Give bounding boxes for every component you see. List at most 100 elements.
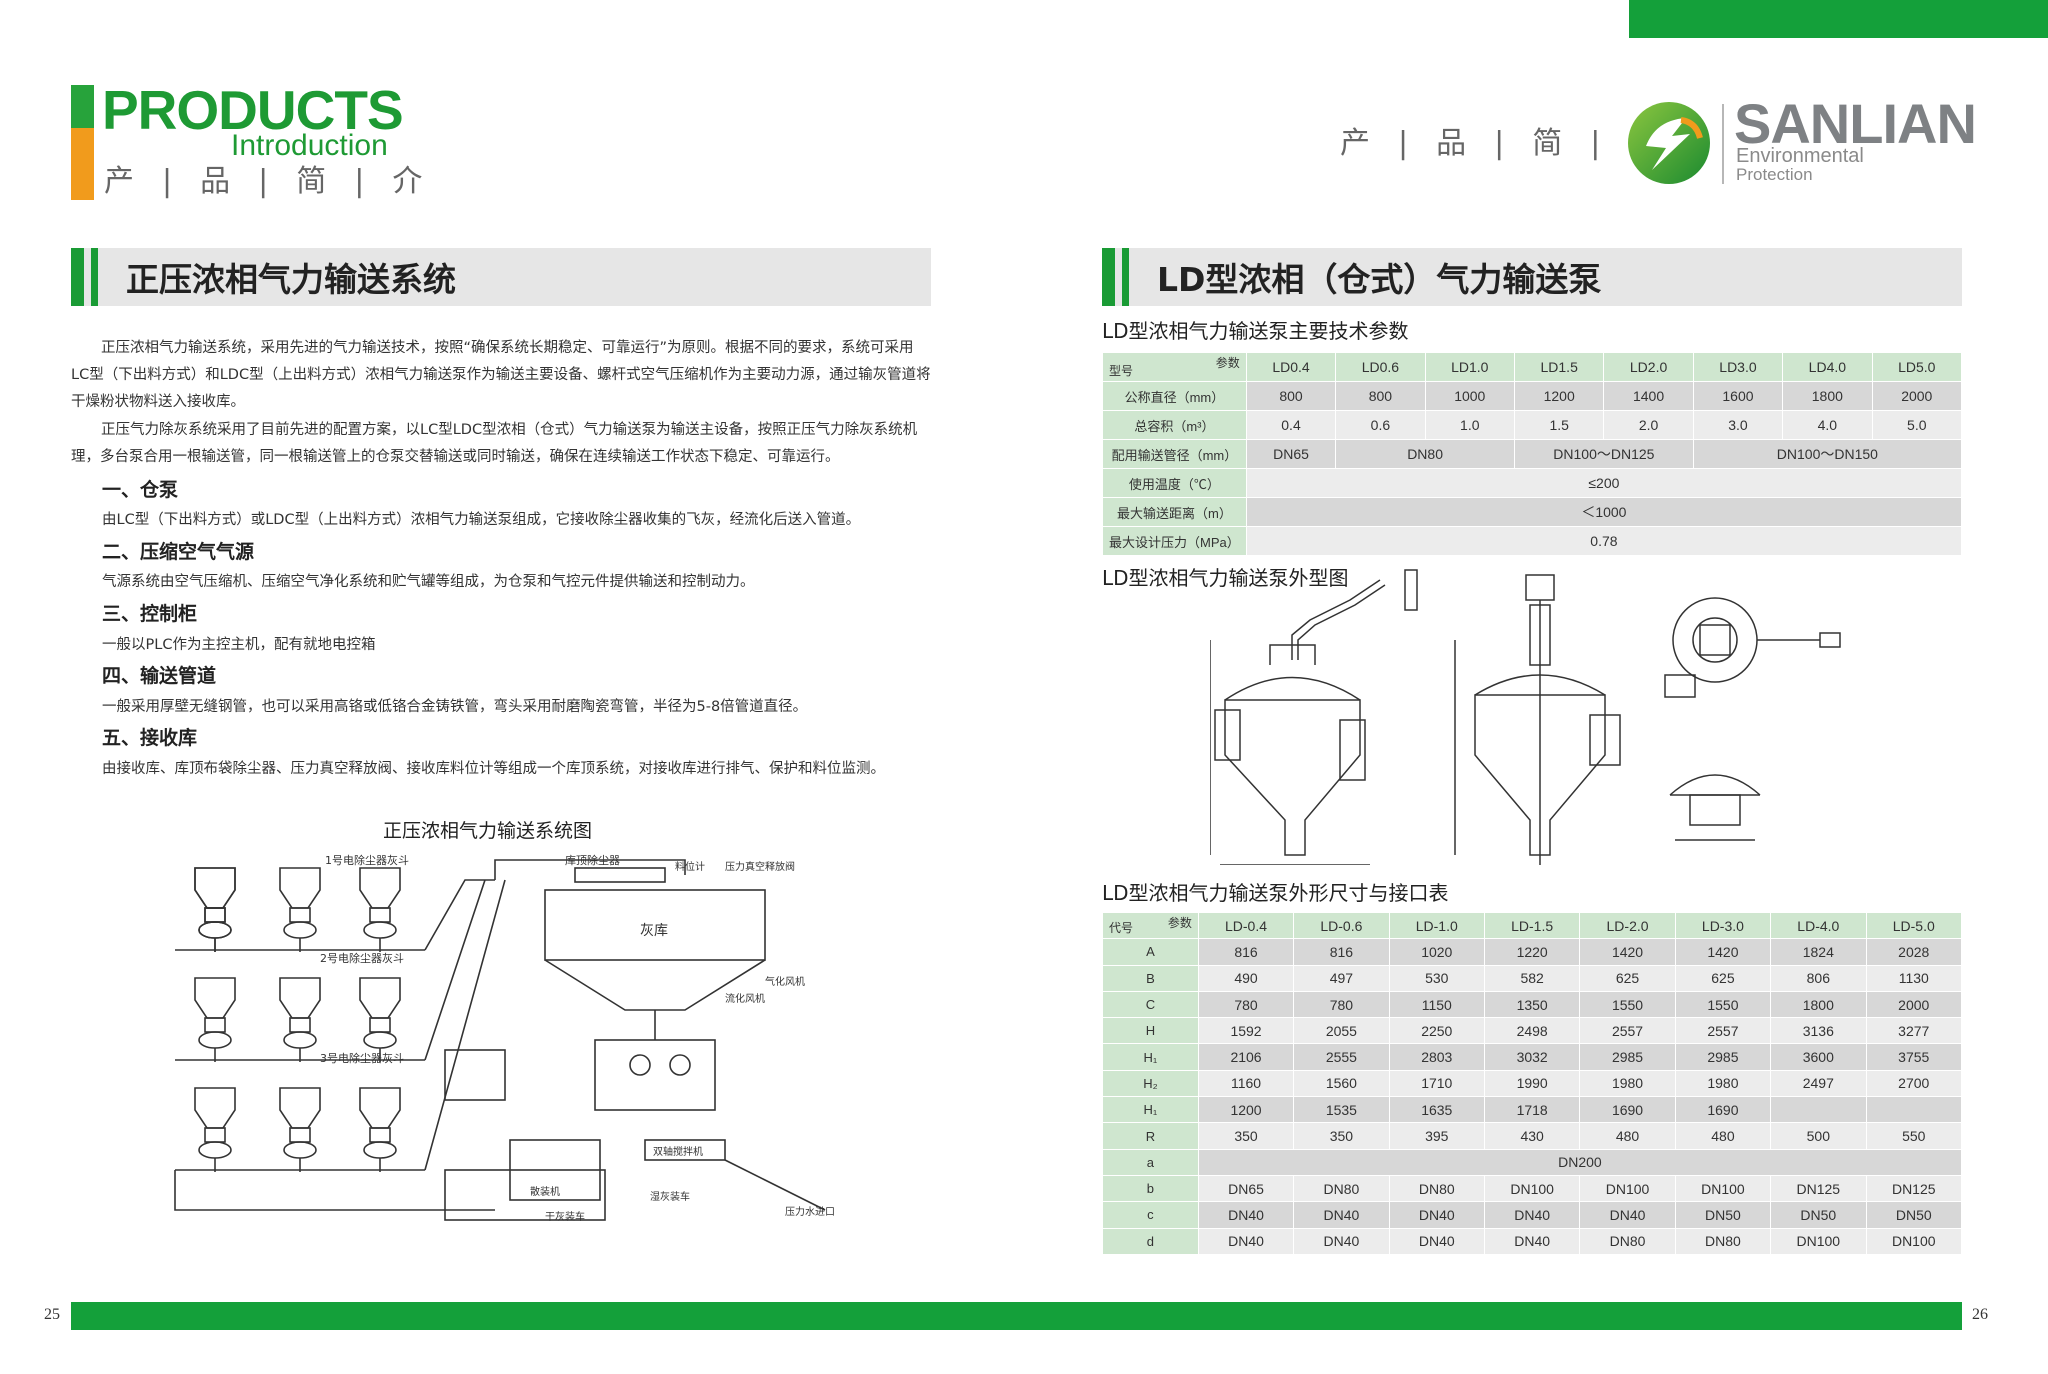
dims-cell: 395 [1388,1122,1485,1150]
dims-corner: 参数代号 [1102,911,1199,940]
dims-cell: 1160 [1197,1069,1295,1098]
dims-cell: 2985 [1579,1043,1676,1071]
dims-cell: 2028 [1865,938,1963,966]
dims-cell: 1560 [1293,1069,1390,1098]
params-model: LD5.0 [1871,352,1963,382]
dims-cell: DN100 [1770,1227,1867,1255]
dims-cell: 1690 [1674,1096,1772,1124]
dims-cell: 3136 [1770,1017,1867,1045]
dims-code: H₂ [1102,1069,1199,1098]
item-text-2: 气源系统由空气压缩机、压缩空气净化系统和贮气罐等组成，为仓泵和气控元件提供输送和… [102,574,755,590]
params-table: 参数型号 LD0.4 LD0.6 LD1.0 LD1.5 LD2.0 LD3.0… [1102,352,1963,556]
dims-cell: 2055 [1293,1017,1390,1045]
system-diagram: 1号电除尘器灰斗 2号电除尘器灰斗 3号电除尘器灰斗 库顶除尘器 料位计 压力真… [174,853,835,1223]
dims-cell: 816 [1197,938,1295,966]
svg-text:压力真空释放阀: 压力真空释放阀 [725,860,795,873]
cn-products-right: 产|品|简|介 [1340,126,1687,161]
dims-cell: 490 [1197,964,1295,992]
dims-cell: 2555 [1293,1043,1390,1071]
svg-text:湿灰装车: 湿灰装车 [650,1190,690,1203]
dims-cell: 1824 [1770,938,1867,966]
dims-cell: 1420 [1674,938,1772,966]
dims-cell: DN80 [1674,1227,1772,1255]
dims-cell: 1800 [1770,990,1867,1019]
dims-cell: 1550 [1674,990,1772,1019]
params-model: LD4.0 [1782,352,1873,382]
brand-bar-orange [71,128,94,200]
brand-line2: Protection [1736,165,1813,184]
dims-cell: 1980 [1579,1069,1676,1098]
dims-cell: 1592 [1197,1017,1295,1045]
dims-code: H [1102,1017,1199,1045]
dims-cell: 350 [1293,1122,1390,1150]
dims-cell: 1690 [1579,1096,1676,1124]
dims-cell: 2803 [1388,1043,1485,1071]
dims-code: a [1102,1148,1199,1176]
pump-outline-drawing [1210,569,1841,865]
svg-text:流化风机: 流化风机 [725,992,765,1005]
dims-cell: 1635 [1388,1096,1485,1124]
item-heading-4: 四、输送管道 [102,665,217,687]
dims-cell: DN100 [1579,1174,1676,1203]
dims-cell: 2497 [1770,1069,1867,1098]
dims-cell: 430 [1483,1122,1581,1150]
dims-cell: DN80 [1579,1227,1676,1255]
logo-divider [1722,104,1724,184]
distance-row: 最大输送距离（m） ＜1000 [1102,497,1963,527]
left-section-header: 正压浓相气力输送系统 [71,248,931,306]
item-heading-5: 五、接收库 [102,727,198,749]
dims-cell: 3032 [1483,1043,1581,1071]
dims-cell: 1020 [1388,938,1485,966]
dims-cell: 1350 [1483,990,1581,1019]
dims-code: H₁ [1102,1096,1199,1124]
dims-cell: DN40 [1293,1201,1390,1229]
dims-cell: 1130 [1865,964,1963,992]
svg-text:压力水进口: 压力水进口 [785,1205,835,1218]
dims-cell: DN125 [1770,1174,1867,1203]
params-table-title: LD型浓相气力输送泵主要技术参数 [1102,319,1409,343]
dims-cell: DN100 [1483,1174,1581,1203]
params-header-row: 参数型号 LD0.4 LD0.6 LD1.0 LD1.5 LD2.0 LD3.0… [1102,352,1963,382]
dims-cell: DN50 [1865,1201,1963,1229]
item-heading-1: 一、仓泵 [102,479,179,501]
item-text-4: 一般采用厚壁无缝钢管，也可以采用高铬或低铬合金铸铁管，弯头采用耐磨陶瓷弯管，半径… [102,699,808,715]
temp-row: 使用温度（℃） ≤200 [1102,468,1963,498]
dims-cell: DN50 [1674,1201,1772,1229]
dims-code: B [1102,964,1199,992]
dims-cell: DN40 [1483,1201,1581,1229]
dims-cell: DN125 [1865,1174,1963,1203]
dims-cell: 2557 [1674,1017,1772,1045]
dims-code: A [1102,938,1199,966]
dims-header-row: 参数代号 LD-0.4 LD-0.6 LD-1.0 LD-1.5 LD-2.0 … [1102,911,1963,940]
dims-cell: 497 [1293,964,1390,992]
brand-bar-green [71,85,94,128]
dims-code: C [1102,990,1199,1019]
pipe-row: 配用输送管径（mm） DN65 DN80 DN100～DN125 DN100～D… [1102,439,1963,469]
item-heading-2: 二、压缩空气气源 [102,541,255,563]
dims-cell: 1220 [1483,938,1581,966]
dims-cell: DN80 [1293,1174,1390,1203]
dims-cell: 1535 [1293,1096,1390,1124]
products-subtitle: Introduction [231,129,388,162]
dims-cell: DN50 [1770,1201,1867,1229]
dims-cell: 1980 [1674,1069,1772,1098]
params-model: LD1.0 [1424,352,1515,382]
dims-cell: 1710 [1388,1069,1485,1098]
dims-cell: 1718 [1483,1096,1581,1124]
dims-cell: 780 [1197,990,1295,1019]
dims-cell: 625 [1579,964,1676,992]
dims-code: b [1102,1174,1199,1203]
outline-drawing-title: LD型浓相气力输送泵外型图 [1102,566,1349,590]
svg-text:干灰装车: 干灰装车 [545,1210,585,1223]
dims-cell: 625 [1674,964,1772,992]
dims-cell: DN40 [1388,1201,1485,1229]
dims-table: 参数代号 LD-0.4 LD-0.6 LD-1.0 LD-1.5 LD-2.0 … [1102,911,1963,1255]
dims-cell: DN65 [1197,1174,1295,1203]
svg-text:2号电除尘器灰斗: 2号电除尘器灰斗 [320,951,404,965]
